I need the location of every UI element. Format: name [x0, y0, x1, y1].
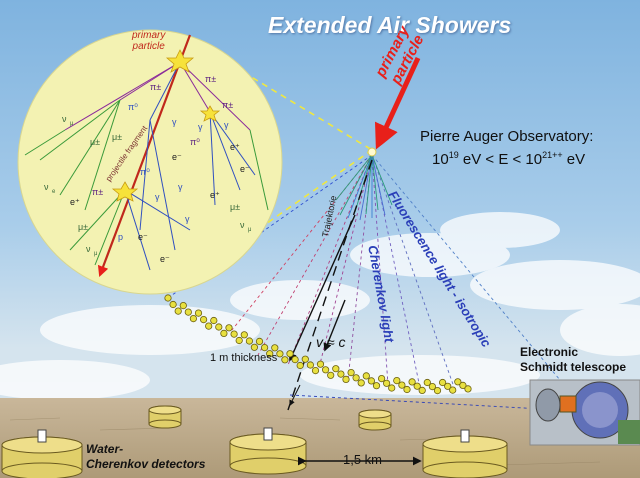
svg-text:π±: π± — [222, 100, 233, 110]
svg-text:γ: γ — [178, 182, 183, 192]
detectors-label: Water-Cherenkov detectors — [86, 442, 205, 472]
svg-text:μ: μ — [70, 121, 74, 127]
thickness-label: 1 m thickness — [210, 352, 277, 364]
tank-2 — [149, 406, 181, 428]
shower-particle — [287, 351, 293, 357]
shower-particle — [221, 330, 227, 336]
shower-particle — [190, 315, 196, 321]
energy-range: 1019 eV < E < 1021++ eV — [432, 150, 585, 168]
svg-text:μ±: μ± — [90, 137, 100, 147]
svg-text:μ: μ — [248, 227, 252, 233]
svg-text:e⁻: e⁻ — [138, 232, 148, 242]
svg-text:e⁺: e⁺ — [210, 190, 220, 200]
shower-particle — [465, 386, 471, 392]
svg-text:π±: π± — [205, 74, 216, 84]
svg-text:γ: γ — [198, 122, 203, 132]
shower-particle — [394, 377, 400, 383]
svg-text:γ: γ — [185, 214, 190, 224]
tank-4 — [359, 410, 391, 430]
shower-particle — [277, 351, 283, 357]
shower-particle — [246, 338, 252, 344]
shower-particle — [256, 338, 262, 344]
shower-particle — [272, 345, 278, 351]
shower-particle — [322, 367, 328, 373]
shower-particle — [175, 308, 181, 314]
schmidt-telescope-inset — [530, 380, 640, 445]
distance-label: 1,5 km — [343, 452, 382, 467]
shower-particle — [195, 310, 201, 316]
shower-particle — [170, 301, 176, 307]
svg-text:ν: ν — [240, 220, 245, 230]
shower-particle — [165, 295, 171, 301]
shower-particle — [297, 362, 303, 368]
shower-particle — [226, 325, 232, 331]
svg-text:ν: ν — [86, 244, 91, 254]
svg-text:e⁻: e⁻ — [240, 164, 250, 174]
shower-particle — [251, 344, 257, 350]
shower-particle — [383, 380, 389, 386]
svg-text:e⁺: e⁺ — [230, 142, 240, 152]
shower-particle — [389, 385, 395, 391]
velocity-label: v ≈ c — [316, 334, 345, 350]
shower-particle — [373, 383, 379, 389]
svg-text:μ±: μ± — [112, 132, 122, 142]
shower-particle — [450, 387, 456, 393]
shower-particle — [358, 380, 364, 386]
shower-particle — [348, 369, 354, 375]
svg-text:π±: π± — [150, 82, 161, 92]
shower-particle — [216, 324, 222, 330]
shower-particle — [317, 361, 323, 367]
shower-particle — [307, 362, 313, 368]
inset-primary-particle-label: primaryparticle — [132, 30, 165, 52]
shower-particle — [261, 344, 267, 350]
shower-particle — [404, 386, 410, 392]
svg-text:μ: μ — [94, 251, 98, 257]
shower-particle — [312, 367, 318, 373]
shower-particle — [180, 302, 186, 308]
shower-particle — [434, 387, 440, 393]
shower-particle — [206, 323, 212, 329]
shower-particle — [241, 332, 247, 338]
shower-particle — [338, 371, 344, 377]
observatory-name: Pierre Auger Observatory: — [420, 128, 593, 145]
shower-particle — [302, 356, 308, 362]
svg-text:p: p — [118, 232, 123, 242]
shower-particle — [211, 317, 217, 323]
svg-text:μ±: μ± — [230, 202, 240, 212]
svg-text:π⁰: π⁰ — [140, 167, 150, 177]
shower-particle — [343, 376, 349, 382]
svg-text:ν: ν — [62, 114, 67, 124]
svg-text:γ: γ — [224, 120, 229, 130]
shower-particle — [185, 309, 191, 315]
shower-particle — [353, 375, 359, 381]
svg-text:π±: π± — [92, 187, 103, 197]
svg-text:γ: γ — [172, 117, 177, 127]
figure-title: Extended Air Showers — [268, 12, 511, 39]
shower-particle — [231, 331, 237, 337]
shower-particle — [236, 337, 242, 343]
svg-text:e⁻: e⁻ — [160, 254, 170, 264]
svg-text:γ: γ — [155, 192, 160, 202]
shower-particle — [282, 357, 288, 363]
svg-text:π⁰: π⁰ — [128, 102, 138, 112]
first-interaction-point — [368, 148, 376, 156]
svg-text:e⁻: e⁻ — [172, 152, 182, 162]
shower-particle — [419, 387, 425, 393]
shower-particle — [333, 366, 339, 372]
shower-particle — [200, 316, 206, 322]
svg-text:e⁺: e⁺ — [70, 197, 80, 207]
shower-particle — [328, 372, 334, 378]
shower-particle — [363, 373, 369, 379]
svg-text:μ±: μ± — [78, 222, 88, 232]
shower-particle — [378, 375, 384, 381]
shower-particle — [292, 356, 298, 362]
svg-text:π⁰: π⁰ — [190, 137, 200, 147]
svg-text:ν: ν — [44, 182, 49, 192]
shower-particle — [368, 378, 374, 384]
